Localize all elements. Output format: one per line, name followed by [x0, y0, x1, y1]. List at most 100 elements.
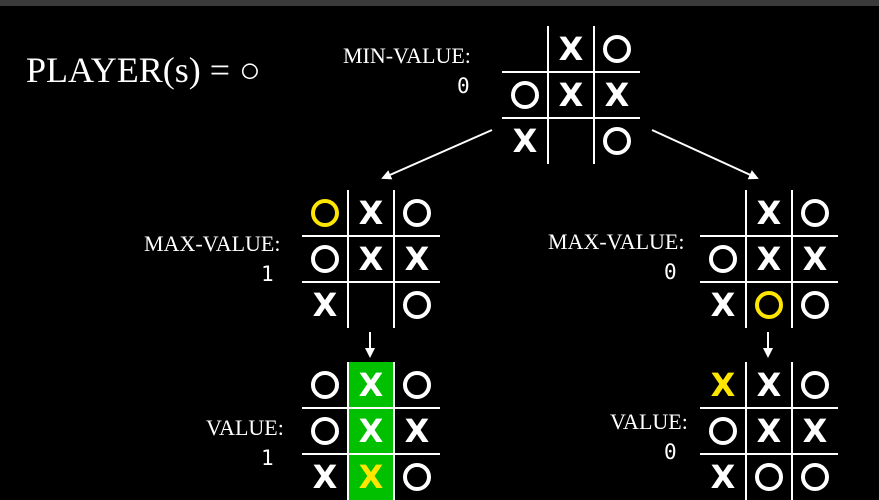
o-mark	[755, 291, 783, 319]
board-cell: X	[792, 408, 838, 454]
board-cell: X	[746, 190, 792, 236]
board-cell: X	[548, 26, 594, 72]
board-cell: X	[348, 362, 394, 408]
board-cell: X	[302, 282, 348, 328]
board-cell: X	[348, 454, 394, 500]
root-label: MIN-VALUE:	[343, 43, 471, 68]
board-cell	[792, 454, 838, 500]
board-cell	[302, 236, 348, 282]
board-cell: X	[348, 236, 394, 282]
board-cell	[394, 362, 440, 408]
x-mark: X	[558, 30, 584, 68]
board-grid	[700, 362, 838, 500]
board-cell	[502, 72, 548, 118]
right-value-value: 0	[664, 440, 677, 464]
o-mark	[403, 291, 431, 319]
board-cell: X	[394, 408, 440, 454]
window-top-bar	[0, 0, 879, 6]
board-cell	[700, 408, 746, 454]
x-mark: X	[802, 240, 828, 278]
board-cell: X	[792, 236, 838, 282]
o-mark	[603, 127, 631, 155]
board-cell: X	[594, 72, 640, 118]
board-grid	[302, 190, 440, 328]
board-cell: X	[700, 454, 746, 500]
o-mark	[403, 463, 431, 491]
board-cell: X	[394, 236, 440, 282]
board-cell	[302, 190, 348, 236]
board-cell	[302, 362, 348, 408]
left-value-value: 1	[261, 446, 274, 470]
left-max-value: 1	[261, 262, 274, 286]
x-mark: X	[756, 240, 782, 278]
o-mark	[709, 417, 737, 445]
board-cell	[394, 454, 440, 500]
o-mark	[801, 199, 829, 227]
o-mark	[801, 291, 829, 319]
x-mark: X	[756, 366, 782, 404]
board-cell	[746, 282, 792, 328]
board-cell: X	[548, 72, 594, 118]
o-mark	[311, 245, 339, 273]
o-mark	[311, 199, 339, 227]
board-grid	[700, 190, 838, 328]
x-mark: X	[756, 194, 782, 232]
o-mark	[311, 371, 339, 399]
x-mark: X	[358, 412, 384, 450]
board-cell: X	[502, 118, 548, 164]
board-cell: X	[700, 282, 746, 328]
arrow-root-to-right	[651, 129, 759, 180]
o-mark	[801, 463, 829, 491]
o-mark	[511, 81, 539, 109]
x-mark: X	[358, 366, 384, 404]
o-mark	[403, 371, 431, 399]
x-mark: X	[710, 458, 736, 496]
board-cell: X	[348, 190, 394, 236]
o-mark	[311, 417, 339, 445]
board-cell: X	[746, 408, 792, 454]
o-mark	[403, 199, 431, 227]
arrow-root-to-left	[381, 129, 493, 180]
board-cell	[792, 190, 838, 236]
right-value-label: VALUE:	[610, 409, 688, 434]
o-mark	[709, 245, 737, 273]
x-mark: X	[312, 286, 338, 324]
board-cell: X	[746, 362, 792, 408]
x-mark: X	[558, 76, 584, 114]
board-cell	[700, 236, 746, 282]
x-mark: X	[312, 458, 338, 496]
x-mark: X	[404, 412, 430, 450]
right-max-value: 0	[664, 260, 677, 284]
board-cell: X	[302, 454, 348, 500]
board-cell	[594, 118, 640, 164]
o-mark	[801, 371, 829, 399]
board-cell	[594, 26, 640, 72]
x-mark: X	[604, 76, 630, 114]
x-mark: X	[512, 122, 538, 160]
left-value-label: VALUE:	[206, 415, 284, 440]
board-grid	[302, 362, 440, 500]
right-max-label: MAX-VALUE:	[548, 229, 685, 254]
x-mark: X	[710, 366, 736, 404]
x-mark: X	[358, 240, 384, 278]
x-mark: X	[710, 286, 736, 324]
x-mark: X	[802, 412, 828, 450]
board-grid	[502, 26, 640, 164]
x-mark: X	[358, 458, 384, 496]
o-mark	[755, 463, 783, 491]
board-cell	[792, 282, 838, 328]
root-value: 0	[457, 74, 470, 98]
player-heading: PLAYER(s) = ○	[26, 50, 261, 90]
board-cell	[746, 454, 792, 500]
board-cell	[302, 408, 348, 454]
board-cell	[394, 190, 440, 236]
board-cell: X	[700, 362, 746, 408]
board-cell: X	[746, 236, 792, 282]
x-mark: X	[358, 194, 384, 232]
left-max-label: MAX-VALUE:	[144, 231, 281, 256]
x-mark: X	[404, 240, 430, 278]
